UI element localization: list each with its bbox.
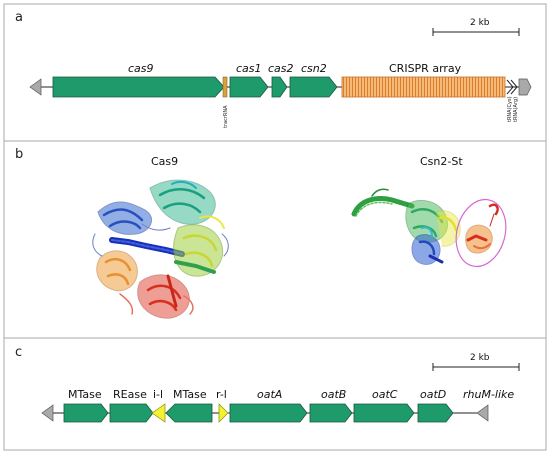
cas9-gene-arrow (52, 76, 225, 98)
panel-a-left-flank-icon (29, 78, 42, 96)
crispr-array-box (341, 76, 506, 98)
csn2-domain-highlight (455, 198, 507, 268)
oatD-gene-arrow (417, 403, 454, 423)
rease-gene-label: REase (113, 388, 147, 401)
cas2-gene-label: cas2 (268, 62, 294, 75)
cas9-structure-image (92, 179, 229, 319)
panel-c-left-flank-icon (41, 404, 54, 422)
trna-cys-label: tRNA(Cys) (507, 96, 513, 122)
panel-a-scale-bar (432, 28, 520, 36)
oatA-gene-arrow (229, 403, 308, 423)
oatC-gene-arrow (353, 403, 415, 423)
oatD-gene-label: oatD (420, 388, 446, 401)
csn2-structure-image (351, 188, 499, 265)
mtase2-gene-label: MTase (173, 388, 207, 401)
panel-b-border (3, 140, 547, 339)
csn2-gene-label: csn2 (301, 62, 327, 75)
tracrrna-label: tracrRNA (223, 105, 229, 128)
csn2-structure-title: Csn2-St (420, 155, 463, 168)
cas1-gene-label: cas1 (236, 62, 262, 75)
panel-c-border (3, 337, 547, 451)
panel-c-letter: c (15, 345, 22, 360)
il-label: i-l (153, 388, 163, 401)
oatA-gene-label: oatA (257, 388, 282, 401)
rl-insertion-arrow (218, 403, 229, 423)
trna-arg-label: tRNA(Arg) (513, 97, 519, 122)
cas9-gene-label: cas9 (128, 62, 154, 75)
mtase1-gene-arrow (63, 403, 109, 423)
cas1-gene-arrow (229, 76, 269, 98)
rhuM-gene-label: rhuM-like (463, 388, 514, 401)
panel-a-letter: a (15, 10, 23, 25)
cas9-structure-title: Cas9 (151, 155, 178, 168)
trna-markers-icon (506, 79, 518, 95)
rl-label: r-l (216, 388, 227, 401)
rease-gene-arrow (109, 403, 154, 423)
csn2-gene-arrow (289, 76, 338, 98)
panel-a-right-flank-icon (518, 78, 532, 96)
tracrrna-box (222, 76, 228, 98)
oatB-gene-label: oatB (321, 388, 346, 401)
panel-c-scale-bar (432, 363, 520, 371)
oatB-gene-arrow (309, 403, 353, 423)
mtase2-gene-arrow (165, 403, 213, 423)
mtase1-gene-label: MTase (68, 388, 102, 401)
panel-a-scale-label: 2 kb (470, 18, 490, 28)
oatC-gene-label: oatC (372, 388, 398, 401)
panel-c-scale-label: 2 kb (470, 353, 490, 363)
crispr-array-label: CRISPR array (389, 62, 462, 75)
cas2-gene-arrow (271, 76, 288, 98)
panel-b-letter: b (15, 147, 23, 162)
il-insertion-arrow (151, 403, 166, 423)
rhuM-gene-arrow-icon (476, 404, 489, 422)
